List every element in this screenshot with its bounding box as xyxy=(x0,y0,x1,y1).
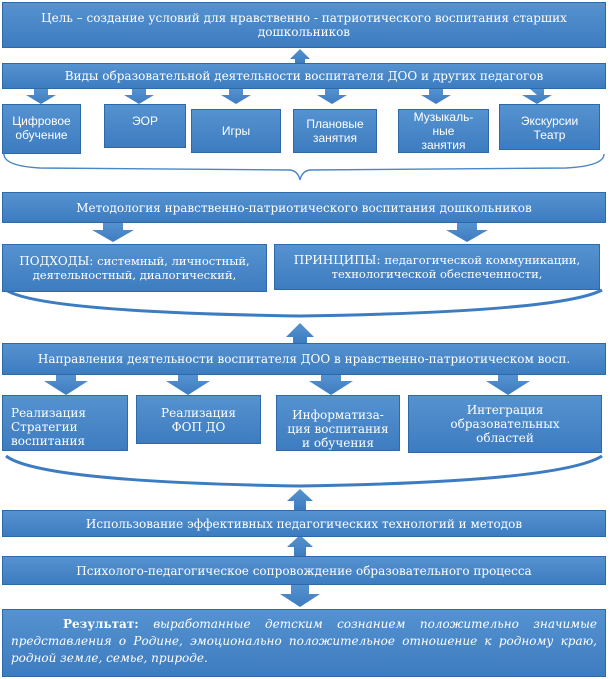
up-arrow-to-support-link xyxy=(287,535,313,556)
up-arrow-to-technologies xyxy=(287,489,313,510)
goal-text: Цель – создание условий для нравственно … xyxy=(41,11,567,39)
principles-content: ПРИНЦИПЫ: педагогической коммуникации, т… xyxy=(275,253,599,281)
approaches-box: ПОДХОДЫ: системный, личностный, деятельн… xyxy=(2,244,267,292)
direction-item-label: Интеграция образовательных областей xyxy=(450,403,560,445)
direction-item-integration: Интеграция образовательных областей xyxy=(408,395,602,453)
support-box: Психолого-педагогическое сопровождение о… xyxy=(2,556,606,585)
activity-item-digital: Цифровое обучение xyxy=(2,104,81,154)
directions-title: Направления деятельности воспитателя ДОО… xyxy=(37,352,571,366)
approaches-text: системный, личностный, деятельностный, д… xyxy=(32,254,250,282)
direction-item-fop: Реализация ФОП ДО xyxy=(136,395,261,444)
down-arrow-to-result xyxy=(280,585,320,607)
goal-box: Цель – создание условий для нравственно … xyxy=(2,2,606,48)
technologies-box: Использование эффективных педагогических… xyxy=(2,510,606,537)
principles-box: ПРИНЦИПЫ: педагогической коммуникации, т… xyxy=(274,244,600,290)
activity-item-label: Цифровое обучение xyxy=(12,114,71,142)
activity-item-label: ЭОР xyxy=(132,114,158,128)
principles-label: ПРИНЦИПЫ: xyxy=(293,253,381,267)
activity-item-planned: Плановые занятия xyxy=(293,109,377,153)
direction-item-label: Реализация ФОП ДО xyxy=(161,405,236,434)
activity-item-label: Игры xyxy=(221,124,251,138)
direction-item-strategy: Реализация Стратегии воспитания xyxy=(2,395,128,451)
methodology-box: Методология нравственно-патриотического … xyxy=(2,192,606,223)
activity-item-games: Игры xyxy=(191,109,281,153)
activity-item-eor: ЭОР xyxy=(104,104,186,148)
principles-text: педагогической коммуникации, технологиче… xyxy=(331,253,581,281)
down-arrows-activity xyxy=(26,89,552,104)
direction-item-informatization: Информатиза-ция воспитания и обучения xyxy=(276,395,400,451)
approaches-content: ПОДХОДЫ: системный, личностный, деятельн… xyxy=(3,254,266,282)
result-label: Результат: xyxy=(63,617,139,631)
brace-directions xyxy=(5,454,603,488)
activity-item-music: Музыкаль-ные занятия xyxy=(398,109,489,153)
direction-item-label: Реализация Стратегии воспитания xyxy=(11,406,86,448)
support-text: Психолого-педагогическое сопровождение о… xyxy=(76,563,532,578)
down-arrows-directions xyxy=(44,375,530,395)
result-text: выработанные детским сознанием положител… xyxy=(11,617,597,665)
activity-types-box: Виды образовательной деятельности воспит… xyxy=(2,63,606,89)
direction-item-label: Информатиза-ция воспитания и обучения xyxy=(287,408,389,450)
activity-item-excursions: Экскурсии Театр xyxy=(499,104,600,150)
methodology-title: Методология нравственно-патриотического … xyxy=(76,200,532,215)
activity-item-label: Экскурсии Театр xyxy=(520,114,579,142)
result-box: Результат: выработанные детским сознание… xyxy=(2,609,606,677)
activity-item-label: Плановые занятия xyxy=(306,117,364,145)
brace-methodology xyxy=(5,288,603,318)
directions-box: Направления деятельности воспитателя ДОО… xyxy=(2,343,606,375)
activity-item-label: Музыкаль-ные занятия xyxy=(413,110,474,152)
up-arrow-to-directions xyxy=(286,323,314,343)
approaches-label: ПОДХОДЫ: xyxy=(19,254,94,268)
activity-types-title: Виды образовательной деятельности воспит… xyxy=(64,69,544,83)
up-arrow-to-goal xyxy=(290,49,310,63)
technologies-text: Использование эффективных педагогических… xyxy=(85,516,523,531)
brace-activity xyxy=(3,153,605,181)
down-arrows-methodology xyxy=(92,223,488,242)
